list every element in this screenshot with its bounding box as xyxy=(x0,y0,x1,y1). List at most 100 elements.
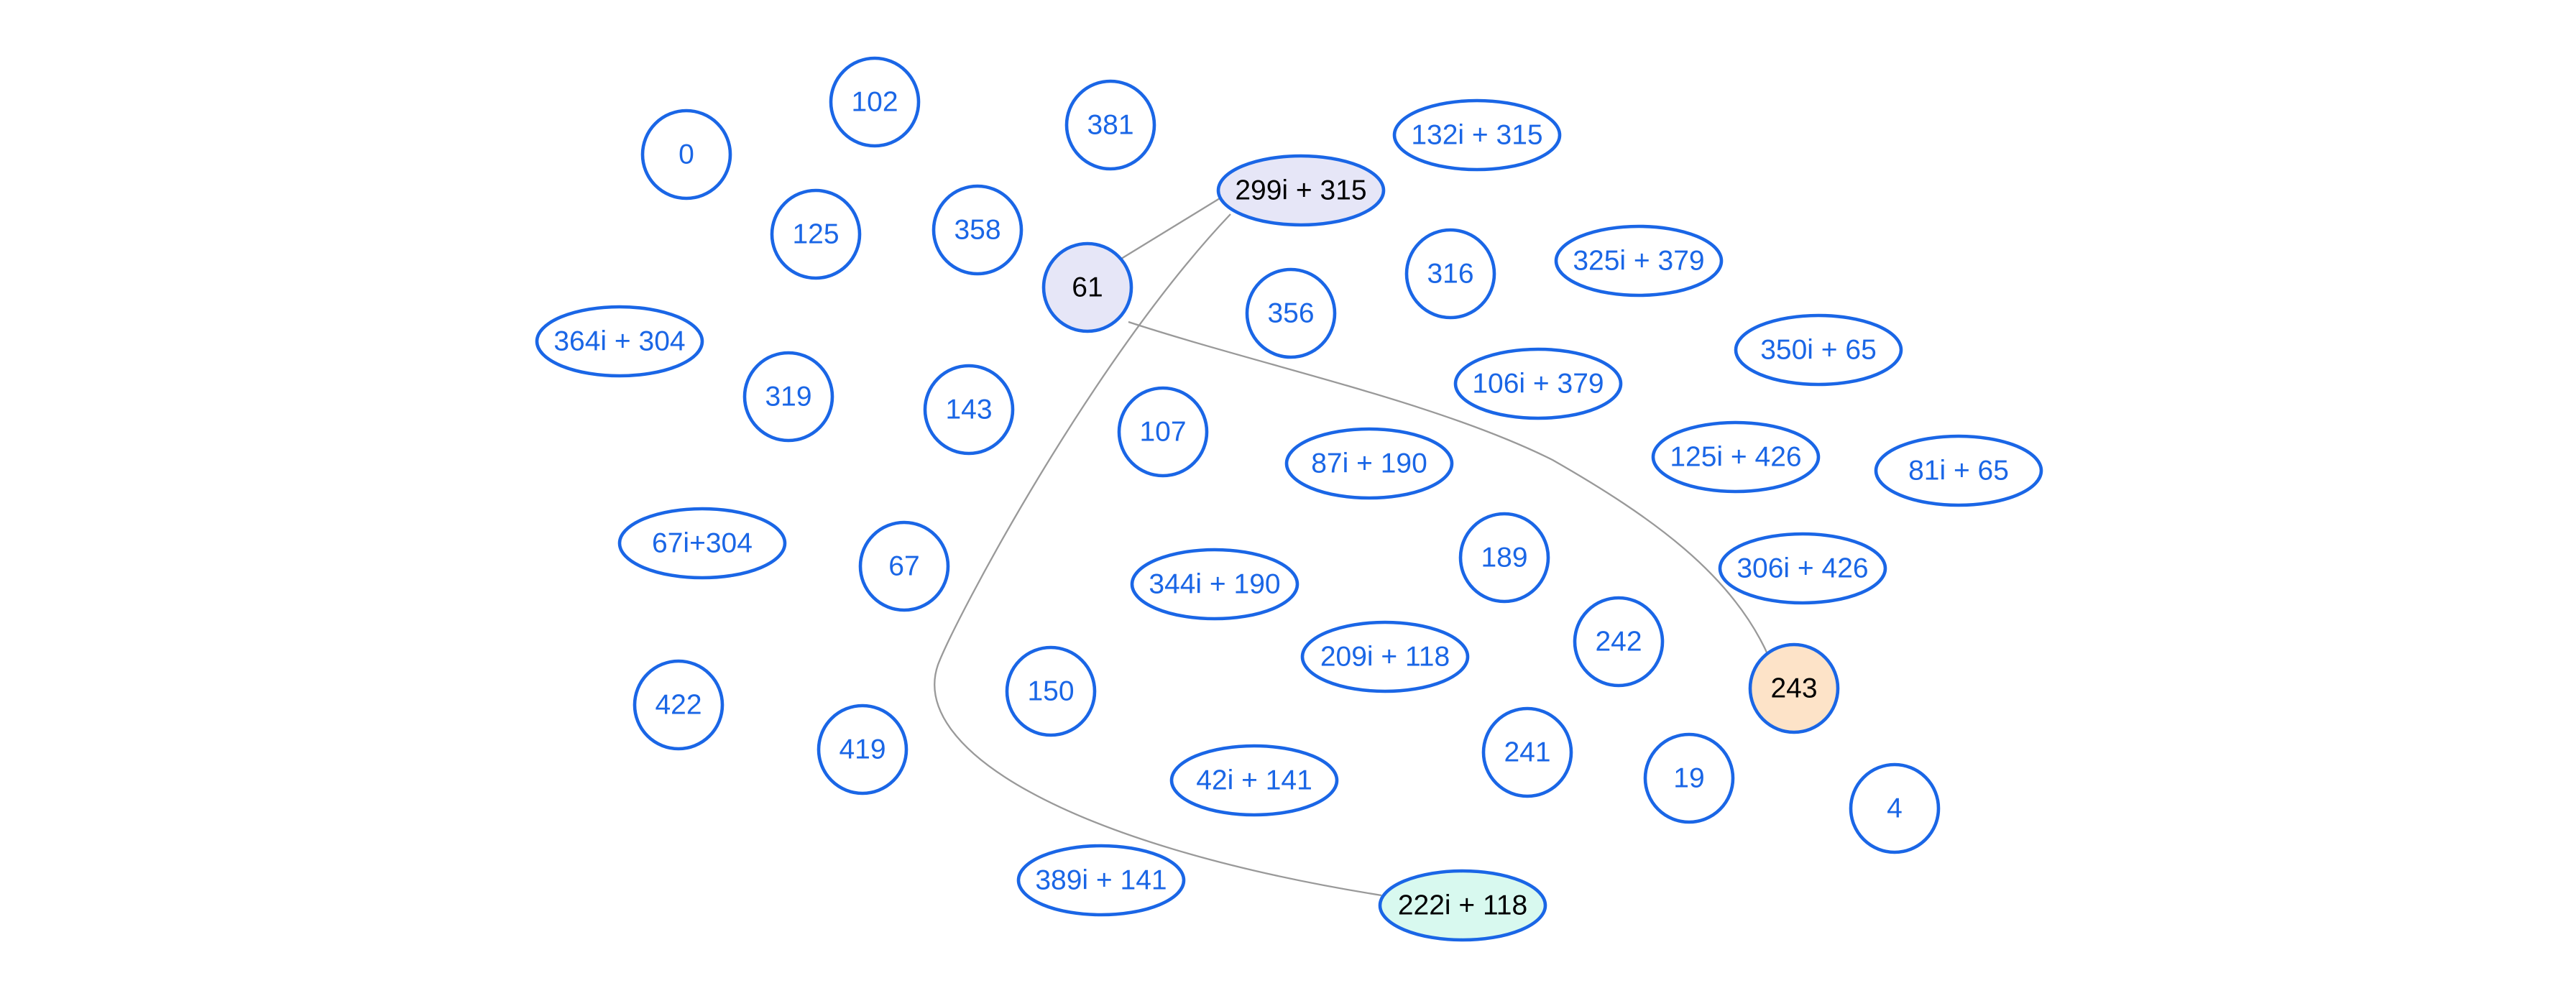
node-242[interactable]: 242 xyxy=(1573,596,1665,688)
node-67[interactable]: 67 xyxy=(858,520,950,612)
node-106i379[interactable]: 106i + 379 xyxy=(1453,347,1623,420)
node-319[interactable]: 319 xyxy=(742,351,834,443)
node-316[interactable]: 316 xyxy=(1404,228,1496,320)
node-label: 243 xyxy=(1770,673,1817,704)
node-358[interactable]: 358 xyxy=(932,184,1024,276)
node-shape xyxy=(1651,420,1821,494)
node-shape xyxy=(1458,512,1550,604)
node-132i315[interactable]: 132i + 315 xyxy=(1392,98,1562,172)
node-107[interactable]: 107 xyxy=(1117,386,1209,478)
node-shape xyxy=(770,188,862,280)
node-label: 350i + 65 xyxy=(1760,335,1877,366)
node-shape xyxy=(1130,548,1300,621)
node-344i190[interactable]: 344i + 190 xyxy=(1130,548,1300,621)
node-label: 242 xyxy=(1595,627,1642,658)
node-shape xyxy=(1734,313,1903,387)
node-label: 222i + 118 xyxy=(1398,890,1527,921)
node-label: 42i + 141 xyxy=(1196,765,1312,796)
node-299i315[interactable]: 299i + 315 xyxy=(1216,154,1386,227)
node-label: 422 xyxy=(655,690,702,721)
edges-layer xyxy=(934,190,1770,897)
node-shape xyxy=(932,184,1024,276)
node-label: 325i + 379 xyxy=(1573,246,1704,277)
node-306i426[interactable]: 306i + 426 xyxy=(1718,532,1887,605)
node-label: 358 xyxy=(954,215,1000,246)
node-shape xyxy=(1874,434,2043,507)
node-shape xyxy=(923,364,1015,456)
node-label: 67i+304 xyxy=(652,528,753,559)
edge-61-243 xyxy=(1128,320,1770,656)
node-shape xyxy=(1041,241,1133,333)
node-label: 102 xyxy=(851,87,898,118)
node-label: 81i + 65 xyxy=(1908,456,2009,486)
node-67i304[interactable]: 67i+304 xyxy=(617,507,787,580)
node-325i379[interactable]: 325i + 379 xyxy=(1554,224,1724,297)
node-350i65[interactable]: 350i + 65 xyxy=(1734,313,1903,387)
node-label: 107 xyxy=(1139,417,1186,448)
node-shape xyxy=(1453,347,1623,420)
node-shape xyxy=(742,351,834,443)
node-shape xyxy=(617,507,787,580)
node-label: 0 xyxy=(678,139,694,170)
edge-61-299i315 xyxy=(1121,190,1233,259)
node-label: 19 xyxy=(1673,763,1704,794)
node-label: 4 xyxy=(1887,793,1903,824)
node-shape xyxy=(1284,427,1454,500)
node-label: 319 xyxy=(765,382,811,412)
node-shape xyxy=(1117,386,1209,478)
node-222i118[interactable]: 222i + 118 xyxy=(1378,869,1547,942)
node-label: 316 xyxy=(1427,259,1473,290)
node-87i190[interactable]: 87i + 190 xyxy=(1284,427,1454,500)
node-209i118[interactable]: 209i + 118 xyxy=(1300,620,1470,693)
node-label: 356 xyxy=(1267,298,1314,329)
node-241[interactable]: 241 xyxy=(1481,706,1573,798)
node-label: 67 xyxy=(888,551,919,582)
node-shape xyxy=(1392,98,1562,172)
node-shape xyxy=(816,704,908,795)
node-364i304[interactable]: 364i + 304 xyxy=(535,305,704,378)
node-4[interactable]: 4 xyxy=(1849,762,1941,854)
node-19[interactable]: 19 xyxy=(1643,732,1735,824)
node-125i426[interactable]: 125i + 426 xyxy=(1651,420,1821,494)
node-shape xyxy=(858,520,950,612)
node-389i141[interactable]: 389i + 141 xyxy=(1016,844,1186,917)
edge-299i315-222i118 xyxy=(934,213,1382,897)
node-shape xyxy=(829,56,921,148)
node-422[interactable]: 422 xyxy=(632,659,724,751)
node-0[interactable]: 0 xyxy=(640,109,732,200)
node-419[interactable]: 419 xyxy=(816,704,908,795)
node-81i65[interactable]: 81i + 65 xyxy=(1874,434,2043,507)
node-42i141[interactable]: 42i + 141 xyxy=(1169,744,1339,817)
node-189[interactable]: 189 xyxy=(1458,512,1550,604)
node-label: 150 xyxy=(1027,676,1074,707)
node-label: 306i + 426 xyxy=(1736,553,1868,584)
node-102[interactable]: 102 xyxy=(829,56,921,148)
node-label: 189 xyxy=(1481,543,1527,573)
node-shape xyxy=(1404,228,1496,320)
node-shape xyxy=(1849,762,1941,854)
node-label: 143 xyxy=(945,395,992,425)
node-356[interactable]: 356 xyxy=(1245,267,1337,359)
node-label: 419 xyxy=(839,734,886,765)
node-61[interactable]: 61 xyxy=(1041,241,1133,333)
node-150[interactable]: 150 xyxy=(1005,645,1097,737)
node-143[interactable]: 143 xyxy=(923,364,1015,456)
node-381[interactable]: 381 xyxy=(1064,79,1156,171)
node-125[interactable]: 125 xyxy=(770,188,862,280)
node-243[interactable]: 243 xyxy=(1748,642,1840,734)
node-label: 106i + 379 xyxy=(1472,369,1604,400)
node-shape xyxy=(1718,532,1887,605)
node-label: 381 xyxy=(1087,110,1133,141)
node-shape xyxy=(1245,267,1337,359)
node-label: 299i + 315 xyxy=(1235,175,1366,206)
node-label: 61 xyxy=(1072,272,1103,303)
node-shape xyxy=(1378,869,1547,942)
node-label: 125i + 426 xyxy=(1670,442,1801,473)
node-shape xyxy=(535,305,704,378)
node-shape xyxy=(1216,154,1386,227)
node-shape xyxy=(640,109,732,200)
node-label: 344i + 190 xyxy=(1149,569,1280,600)
node-shape xyxy=(1748,642,1840,734)
node-label: 389i + 141 xyxy=(1035,865,1167,896)
